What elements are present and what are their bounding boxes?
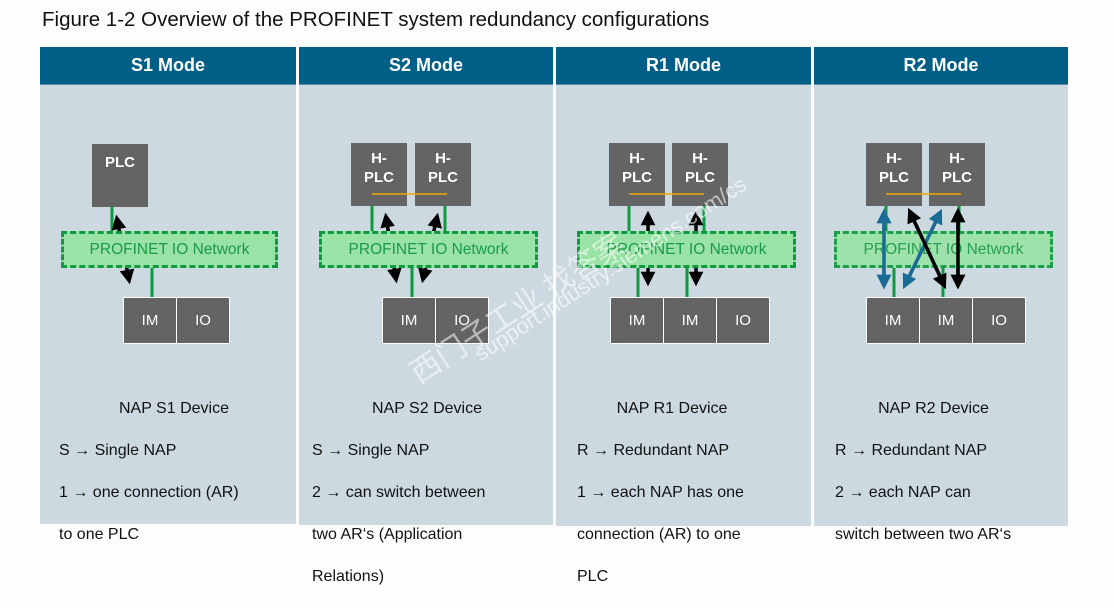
description-line: S → Single NAP — [312, 442, 430, 459]
io-module: IO — [176, 297, 230, 344]
column-header: S2 Mode — [299, 47, 553, 85]
im-module-1: IM — [866, 297, 920, 344]
description-line: two AR‘s (Application — [312, 526, 463, 543]
s1-diagram: PROFINET IO Network PLC IM IO NAP S1 Dev… — [40, 47, 296, 543]
plc-label: PLC — [942, 169, 972, 186]
column-header: R2 Mode — [814, 47, 1068, 85]
mode-description: NAP R2 Device R → Redundant NAP 2 → each… — [835, 377, 1065, 566]
description-line: S → Single NAP — [59, 442, 177, 459]
sync-link — [629, 193, 704, 195]
network-label: PROFINET IO Network — [348, 240, 509, 258]
description-title: NAP S2 Device — [372, 400, 482, 417]
column-s1-mode: S1 Mode PROFINET IO Network PLC IM IO NA… — [40, 47, 296, 543]
column-s2-mode: S2 Mode PROFINET IO Network H- PLC H- PL… — [299, 47, 553, 585]
plc-box: PLC — [92, 144, 148, 207]
im-module-2: IM — [663, 297, 717, 344]
figure-caption: Figure 1-2 Overview of the PROFINET syst… — [42, 8, 710, 31]
plc-label: H- — [629, 150, 645, 167]
plc-label: PLC — [428, 169, 458, 186]
im-module: IM — [123, 297, 177, 344]
description-title: NAP S1 Device — [119, 400, 229, 417]
description-line: switch between two AR‘s — [835, 526, 1012, 543]
column-header: R1 Mode — [556, 47, 811, 85]
column-header: S1 Mode — [40, 47, 296, 85]
column-r2-mode: R2 Mode PROFINET IO Network H- PLC H- PL… — [814, 47, 1068, 543]
arrows-overlay — [876, 193, 966, 290]
column-r1-mode: R1 Mode PROFINET IO Network H- PLC H- PL… — [556, 47, 811, 585]
description-line: 2 → each NAP can — [835, 484, 971, 501]
plc-label: PLC — [879, 169, 909, 186]
primary-ar-arrow-1 — [907, 208, 947, 289]
h-plc-box-2: H- PLC — [929, 143, 985, 206]
profinet-network: PROFINET IO Network — [61, 231, 278, 268]
network-label: PROFINET IO Network — [89, 240, 250, 258]
description-line: to one PLC — [59, 526, 140, 543]
h-plc-box-2: H- PLC — [415, 143, 471, 206]
plc-label: H- — [435, 150, 451, 167]
mode-description: NAP S1 Device S → Single NAP 1 → one con… — [59, 377, 289, 566]
sync-link — [372, 193, 447, 195]
im-module-1: IM — [610, 297, 664, 344]
description-line: 1 → one connection (AR) — [59, 484, 239, 501]
io-module: IO — [435, 297, 489, 344]
r2-diagram: PROFINET IO Network H- PLC H- PLC IM IM … — [814, 47, 1068, 543]
description-line: R → Redundant NAP — [835, 442, 988, 459]
h-plc-box-1: H- PLC — [609, 143, 665, 206]
plc-label: H- — [371, 150, 387, 167]
profinet-network: PROFINET IO Network — [577, 231, 796, 268]
description-title: NAP R2 Device — [878, 400, 989, 417]
description-line: connection (AR) to one — [577, 526, 741, 543]
mode-description: NAP S2 Device S → Single NAP 2 → can swi… — [312, 377, 542, 608]
s2-diagram: PROFINET IO Network H- PLC H- PLC IM IO … — [299, 47, 553, 585]
description-line: 2 → can switch between — [312, 484, 486, 501]
description-line: R → Redundant NAP — [577, 442, 730, 459]
description-title: NAP R1 Device — [616, 400, 728, 417]
plc-label: H- — [886, 150, 902, 167]
plc-label: PLC — [105, 154, 135, 171]
network-label: PROFINET IO Network — [606, 240, 767, 258]
plc-label: H- — [692, 150, 708, 167]
plc-label: PLC — [364, 169, 394, 186]
h-plc-box-1: H- PLC — [866, 143, 922, 206]
description-line: PLC — [577, 568, 609, 585]
description-line: Relations) — [312, 568, 385, 585]
h-plc-box-2: H- PLC — [672, 143, 728, 206]
profinet-network: PROFINET IO Network — [319, 231, 538, 268]
plc-label: PLC — [685, 169, 715, 186]
io-module: IO — [716, 297, 770, 344]
backup-ar-arrow-2 — [902, 209, 943, 289]
im-module-2: IM — [919, 297, 973, 344]
description-line: 1 → each NAP has one — [577, 484, 744, 501]
r1-diagram: PROFINET IO Network H- PLC H- PLC IM IM … — [556, 47, 811, 585]
mode-description: NAP R1 Device R → Redundant NAP 1 → each… — [577, 377, 807, 608]
h-plc-box-1: H- PLC — [351, 143, 407, 206]
im-module: IM — [382, 297, 436, 344]
io-module: IO — [972, 297, 1026, 344]
plc-label: H- — [949, 150, 965, 167]
plc-label: PLC — [622, 169, 652, 186]
